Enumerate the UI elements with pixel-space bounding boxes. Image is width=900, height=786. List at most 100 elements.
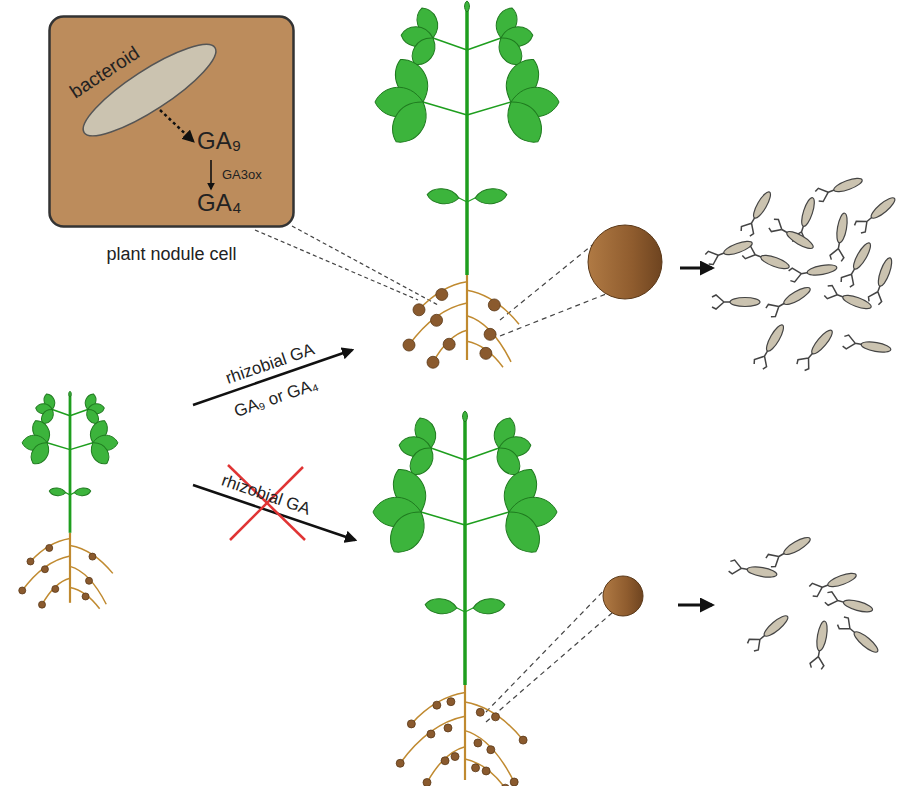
flagella <box>829 241 846 262</box>
flagella <box>728 559 749 576</box>
bacterium <box>824 591 874 617</box>
lateral-root <box>467 290 519 324</box>
bacterium-body <box>759 253 790 272</box>
root-nodule <box>46 544 53 551</box>
leader-line <box>255 230 418 300</box>
leaflet <box>86 417 111 446</box>
leaflet <box>424 597 457 615</box>
leader-line <box>500 229 612 320</box>
flagella <box>795 348 818 372</box>
leaflet <box>465 1 470 12</box>
leaflet <box>375 87 423 116</box>
petiole <box>433 38 467 50</box>
root-nodule <box>492 713 500 721</box>
root-nodule <box>484 328 496 340</box>
leaflet <box>387 53 436 109</box>
bacterium <box>829 212 851 262</box>
leaflet <box>87 403 104 415</box>
flagella <box>765 297 788 319</box>
lateral-root <box>465 731 514 782</box>
root-nodule <box>444 724 452 732</box>
root-nodule <box>41 566 48 573</box>
leaflet <box>22 435 47 450</box>
bacterium-body <box>832 176 863 195</box>
root-nodule <box>396 759 404 767</box>
flagella <box>746 630 770 653</box>
bacterium-body <box>869 195 898 221</box>
bacterium-body <box>806 263 837 277</box>
root-nodule <box>476 708 484 716</box>
small-nodule <box>603 576 643 616</box>
root-nodule <box>423 779 431 786</box>
plant-group <box>19 1 559 786</box>
root-nodule <box>482 767 490 775</box>
root-nodule <box>82 593 89 600</box>
bacterium-body <box>835 212 849 243</box>
bacterium <box>739 189 775 238</box>
flagella <box>752 347 774 370</box>
bacterium-body <box>746 565 777 579</box>
leaflet <box>497 504 548 560</box>
leaflet <box>398 435 432 457</box>
petiole <box>465 608 473 612</box>
bacterium <box>752 322 788 371</box>
root-nodule <box>488 299 500 311</box>
leaflet <box>42 392 57 411</box>
flagella <box>815 183 838 203</box>
leaflet <box>84 407 102 426</box>
root-nodule <box>519 736 527 744</box>
leaflet <box>474 187 507 205</box>
lateral-root <box>70 566 106 604</box>
large-nodule <box>588 225 662 299</box>
lateral-root <box>467 341 503 367</box>
bacterium-body <box>722 239 753 258</box>
leaflet <box>463 411 468 422</box>
leaflet <box>511 87 559 116</box>
bacterium <box>791 196 819 246</box>
bacterium <box>728 559 778 581</box>
hormone-label: GA₄ <box>197 189 241 217</box>
stem <box>69 395 72 533</box>
petiole <box>431 448 465 460</box>
leaflet <box>498 435 532 457</box>
bacterium <box>788 261 838 283</box>
bacterium <box>795 326 837 372</box>
leader-line <box>486 580 614 712</box>
bacterium-body <box>851 241 874 271</box>
leaflet <box>385 463 434 519</box>
lateral-root <box>409 303 467 345</box>
leaflet <box>493 32 527 69</box>
bacterium-body <box>826 571 857 590</box>
arrow-label: rhizobial GA <box>219 471 313 520</box>
bacterium <box>824 284 874 314</box>
bacteria-group <box>705 173 899 669</box>
lateral-root <box>465 759 505 786</box>
lateral-root <box>30 538 70 561</box>
plant <box>375 1 559 368</box>
root-nodule <box>19 587 26 594</box>
leaflet <box>87 439 114 468</box>
bacterium <box>809 568 859 598</box>
root-nodule <box>487 746 495 754</box>
flagella <box>853 212 877 235</box>
leaflet <box>407 32 441 69</box>
flagella <box>788 266 809 283</box>
petiole <box>467 38 501 50</box>
main-root <box>69 533 71 603</box>
bacterium <box>853 193 899 235</box>
petiole <box>421 512 465 525</box>
lateral-root <box>42 578 70 604</box>
release-arrow <box>678 604 712 607</box>
root-nodule <box>501 784 509 786</box>
leaflet <box>29 417 54 446</box>
release-arrow <box>680 267 712 270</box>
leaflet <box>69 391 72 397</box>
bacterium-body <box>841 293 872 312</box>
leaflet <box>83 392 98 411</box>
plant <box>19 391 118 609</box>
lateral-root <box>400 716 465 763</box>
root-nodule <box>480 347 492 359</box>
lateral-root <box>70 545 113 573</box>
main-root <box>466 275 468 360</box>
bacterium <box>746 611 792 653</box>
